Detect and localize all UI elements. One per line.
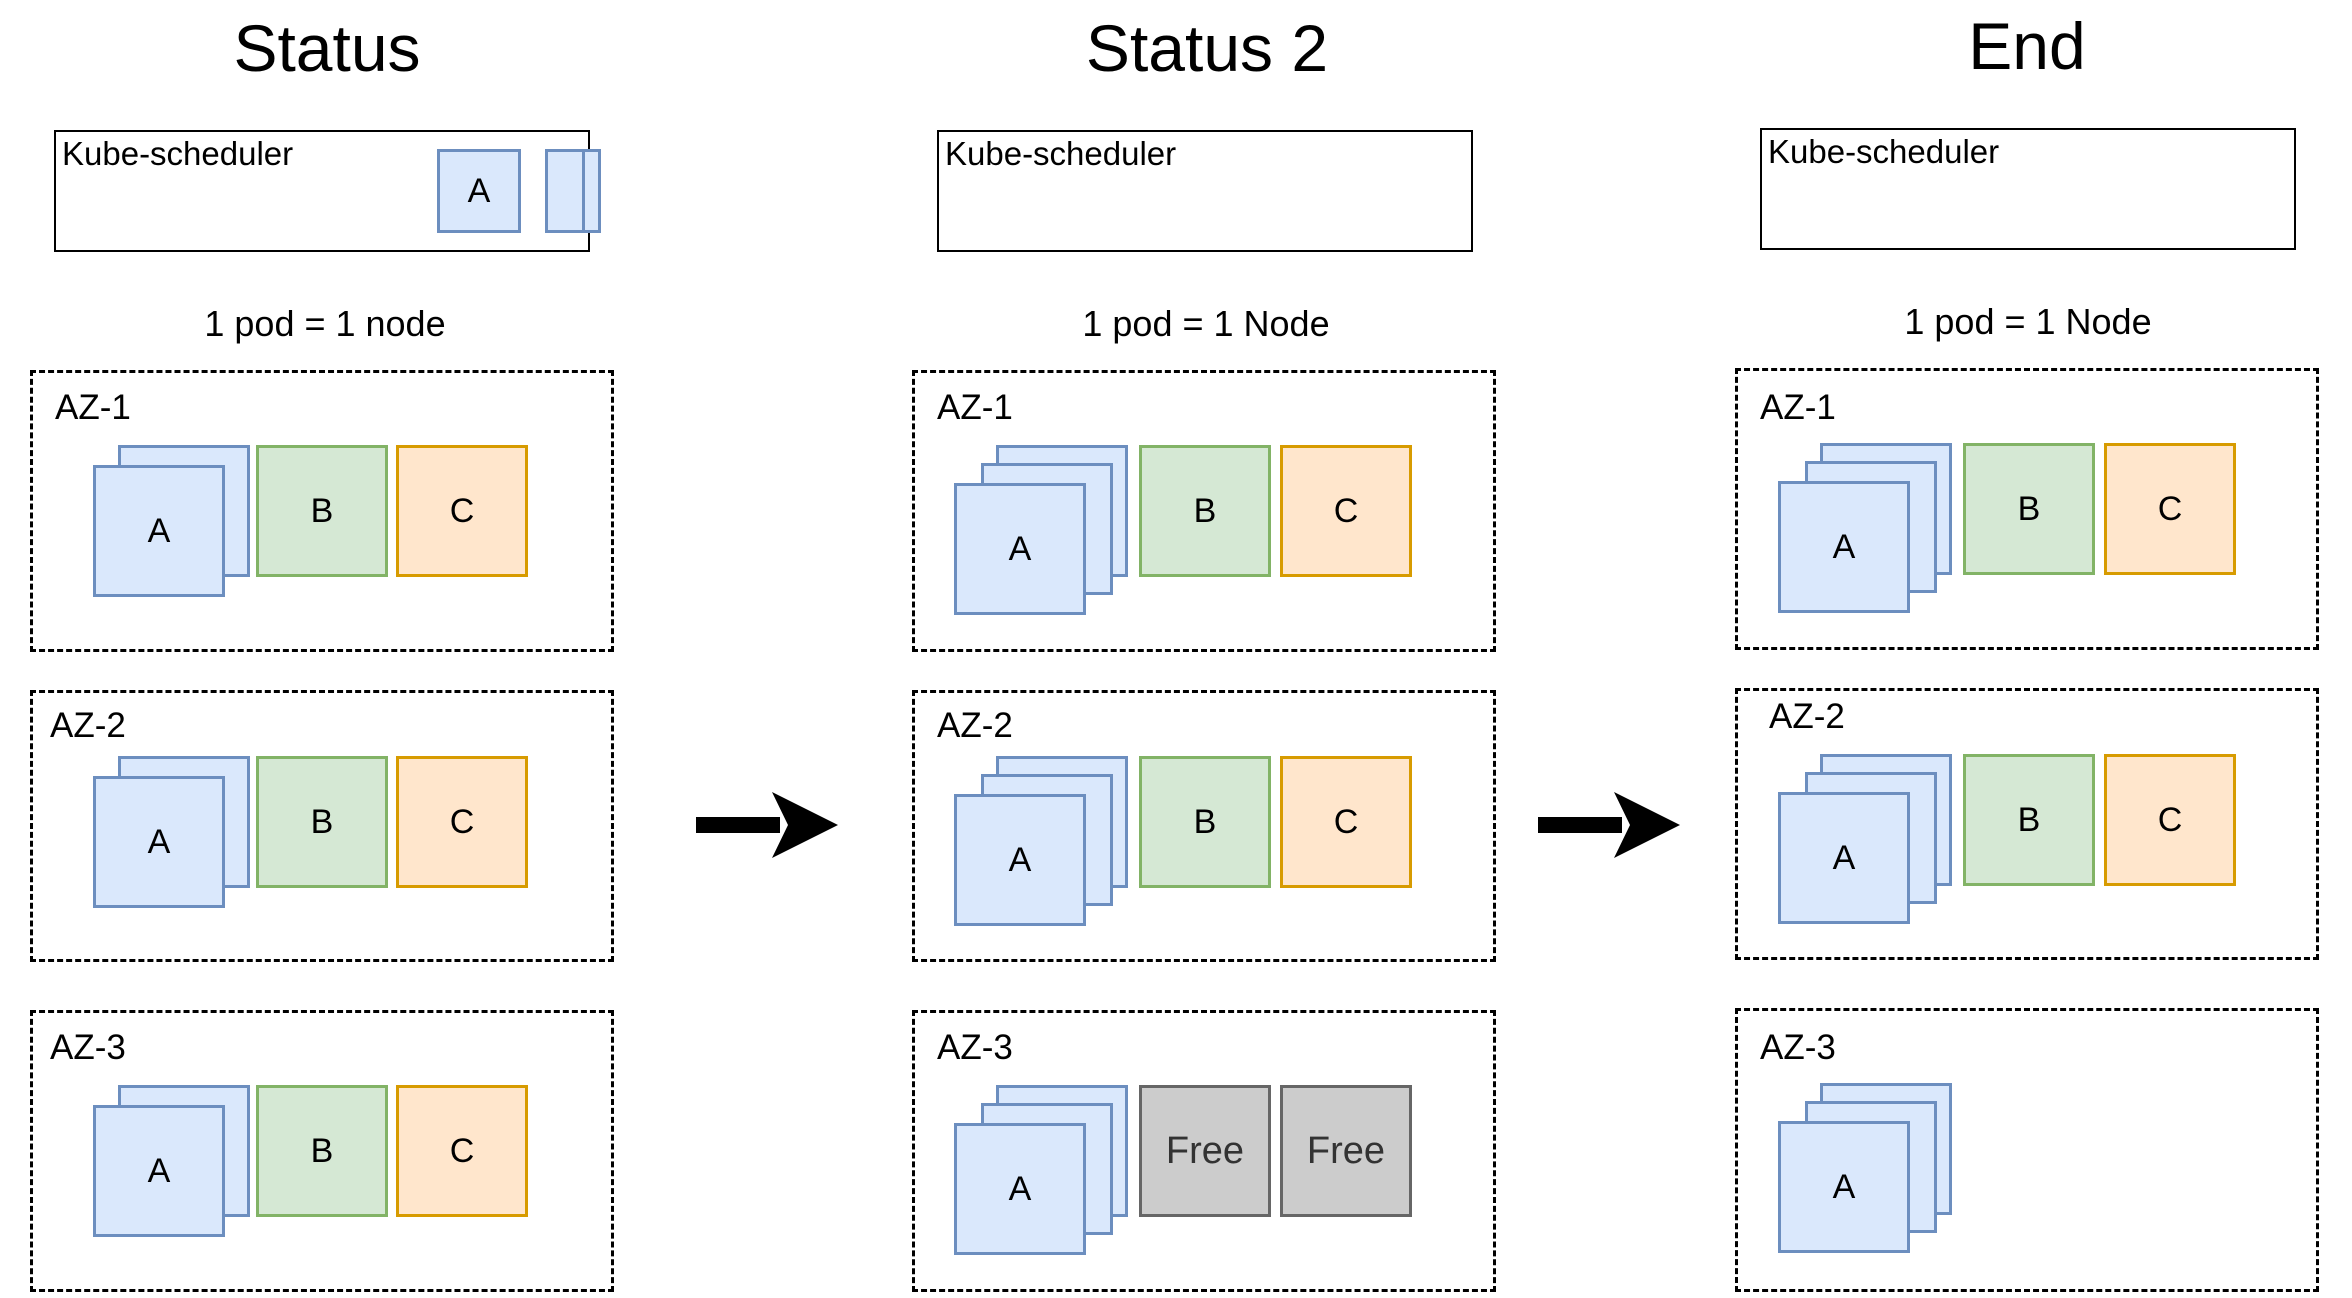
az-zone-3: AZ-3 A Free Free [912, 1010, 1496, 1292]
arrow-right-icon [696, 792, 838, 858]
kube-scheduler-label: Kube-scheduler [1768, 133, 2000, 170]
az-zone-2: AZ-2 A B C [912, 690, 1496, 962]
az-label: AZ-2 [937, 706, 1013, 745]
free-node: Free [1139, 1085, 1271, 1217]
arrow-right-icon [1538, 792, 1680, 858]
pod-a: A [954, 794, 1086, 926]
kube-scheduler-box: Kube-scheduler [937, 130, 1473, 252]
az-label: AZ-2 [50, 706, 126, 745]
kube-scheduler-box: Kube-scheduler [1760, 128, 2296, 250]
queued-pod-back-1 [545, 149, 585, 233]
pod-b: B [1963, 443, 2095, 575]
pod-a: A [1778, 792, 1910, 924]
pod-b: B [256, 1085, 388, 1217]
az-label: AZ-3 [50, 1028, 126, 1067]
az-label: AZ-1 [55, 388, 131, 427]
az-label: AZ-3 [1760, 1028, 1836, 1067]
pod-c: C [1280, 756, 1412, 888]
pod-b: B [1139, 445, 1271, 577]
title-end: End [1968, 9, 2086, 83]
pod-a: A [954, 483, 1086, 615]
title-status-2: Status 2 [1085, 11, 1329, 85]
pod-c: C [1280, 445, 1412, 577]
kube-scheduler-label: Kube-scheduler [945, 135, 1177, 172]
az-zone-1: AZ-1 A B C [1735, 368, 2319, 650]
free-node: Free [1280, 1085, 1412, 1217]
pod-c: C [396, 1085, 528, 1217]
pod-a: A [93, 465, 225, 597]
pod-a: A [954, 1123, 1086, 1255]
az-zone-3: AZ-3 A [1735, 1008, 2319, 1292]
az-zone-2: AZ-2 A B C [1735, 688, 2319, 960]
az-zone-3: AZ-3 A B C [30, 1010, 614, 1292]
pod-c: C [396, 756, 528, 888]
pod-b: B [1139, 756, 1271, 888]
rule-text: 1 pod = 1 node [204, 303, 446, 344]
kube-scheduler-label: Kube-scheduler [62, 135, 294, 172]
rule-text: 1 pod = 1 Node [1082, 303, 1330, 344]
pod-a: A [1778, 481, 1910, 613]
pod-b: B [1963, 754, 2095, 886]
az-label: AZ-1 [1760, 388, 1836, 427]
az-zone-1: AZ-1 A B C [30, 370, 614, 652]
pod-a: A [93, 1105, 225, 1237]
pod-c: C [396, 445, 528, 577]
title-status: Status [233, 11, 421, 85]
pod-c: C [2104, 754, 2236, 886]
az-label: AZ-3 [937, 1028, 1013, 1067]
pod-a: A [93, 776, 225, 908]
pod-c: C [2104, 443, 2236, 575]
queued-pod-a: A [437, 149, 521, 233]
pod-b: B [256, 445, 388, 577]
az-zone-1: AZ-1 A B C [912, 370, 1496, 652]
az-label: AZ-1 [937, 388, 1013, 427]
pod-a: A [1778, 1121, 1910, 1253]
az-zone-2: AZ-2 A B C [30, 690, 614, 962]
rule-text: 1 pod = 1 Node [1904, 301, 2152, 342]
kube-scheduler-box: Kube-scheduler A [54, 130, 601, 252]
az-label: AZ-2 [1769, 697, 1845, 736]
pod-b: B [256, 756, 388, 888]
